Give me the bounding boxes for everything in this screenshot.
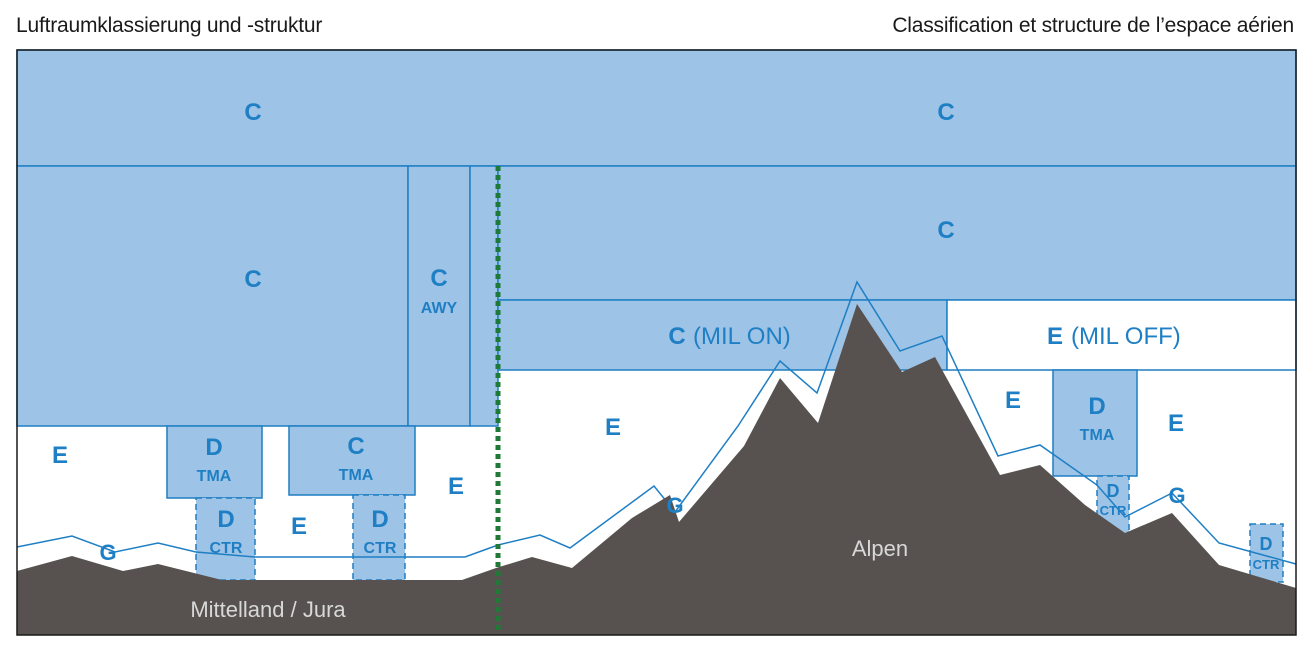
label-terrain-mittelland: Mittelland / Jura bbox=[190, 597, 346, 622]
label-c-tma-sub: TMA bbox=[339, 467, 374, 484]
label-c-top-left: C bbox=[244, 99, 261, 126]
label-d-ctr1-class: D bbox=[217, 506, 234, 533]
label-d-ctr-alps2-sub: CTR bbox=[1253, 557, 1280, 572]
label-d-tma-alps-sub: TMA bbox=[1080, 427, 1115, 444]
airspace-c-awy bbox=[407, 165, 471, 427]
label-d-ctr2-class: D bbox=[371, 506, 388, 533]
label-e-alps-left: E bbox=[605, 414, 621, 441]
label-d-ctr-alps1-class: D bbox=[1107, 481, 1120, 501]
label-e-left3: E bbox=[448, 473, 464, 500]
label-e-left1: E bbox=[52, 442, 68, 469]
label-c-tma-class: C bbox=[347, 433, 364, 460]
label-g-left: G bbox=[99, 540, 116, 565]
airspace-c-upper bbox=[16, 49, 1297, 167]
title-right: Classification et structure de l’espace … bbox=[892, 14, 1294, 37]
label-terrain-alpen: Alpen bbox=[852, 536, 908, 561]
diagram-frame bbox=[16, 49, 1297, 636]
label-d-ctr2-sub: CTR bbox=[364, 540, 397, 557]
label-c-mid-left: C bbox=[244, 266, 261, 293]
airspace-c-left bbox=[16, 165, 409, 427]
label-e-mil-off-class: E bbox=[1047, 323, 1063, 350]
label-d-tma1-sub: TMA bbox=[197, 468, 232, 485]
label-e-alps-right2: E bbox=[1168, 410, 1184, 437]
label-g-alps-right: G bbox=[1168, 483, 1185, 508]
tma-d-mittelland bbox=[166, 425, 263, 499]
label-g-alps: G bbox=[666, 493, 683, 518]
label-d-tma-alps-class: D bbox=[1088, 393, 1105, 420]
airspace-c-strip bbox=[469, 165, 499, 427]
label-d-ctr-alps1-sub: CTR bbox=[1100, 503, 1127, 518]
label-d-tma1-class: D bbox=[205, 434, 222, 461]
label-d-ctr1-sub: CTR bbox=[210, 540, 243, 557]
title-left: Luftraumklassierung und -struktur bbox=[16, 14, 323, 37]
label-c-mil-on-class: C bbox=[668, 323, 685, 350]
label-c-awy-class: C bbox=[430, 265, 447, 292]
label-c-top-right: C bbox=[937, 99, 954, 126]
tma-d-alps bbox=[1052, 369, 1138, 477]
label-e-alps-right1: E bbox=[1005, 387, 1021, 414]
airspace-c-right bbox=[497, 165, 1297, 301]
tma-c-mittelland bbox=[288, 425, 416, 496]
label-d-ctr-alps2-class: D bbox=[1260, 534, 1273, 554]
label-c-mid-right: C bbox=[937, 217, 954, 244]
label-c-mil-on-text: (MIL ON) bbox=[693, 323, 791, 350]
label-e-left2: E bbox=[291, 513, 307, 540]
terrain bbox=[17, 304, 1296, 635]
label-e-mil-off-text: (MIL OFF) bbox=[1071, 323, 1181, 350]
label-c-awy-sub: AWY bbox=[421, 300, 458, 317]
